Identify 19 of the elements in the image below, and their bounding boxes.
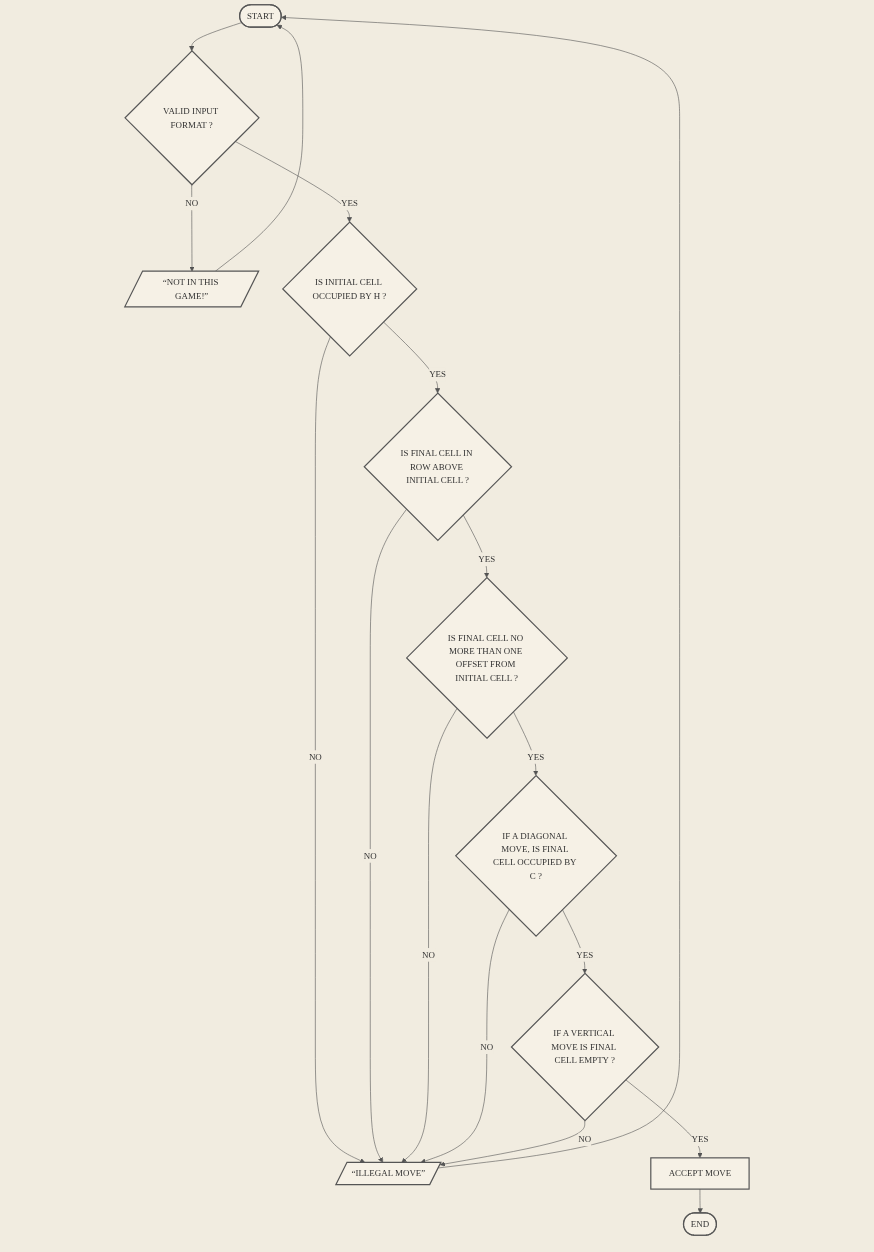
edge-label: YES [478, 554, 496, 564]
edge-label: NO [480, 1042, 494, 1052]
node-box: ACCEPT MOVE [650, 1157, 750, 1190]
edge-label: NO [185, 198, 199, 208]
node-diamond: IS INITIAL CELL OCCUPIED BY H ? [282, 221, 418, 357]
edge-label: NO [363, 850, 377, 861]
edge-label: NO [578, 1134, 592, 1144]
node-diamond: IS FINAL CELL NO MORE THAN ONE OFFSET FROM INITIAL CELL ? [405, 576, 569, 740]
edge-label: YES [527, 751, 545, 762]
edge-label: YES [576, 949, 594, 960]
edge-label: YES [341, 198, 358, 208]
node-diamond: IS FINAL CELL IN ROW ABOVE INITIAL CELL ? [363, 392, 513, 542]
edge-label: NO [308, 751, 322, 762]
node-diamond: IF A VERTICAL MOVE IS FINAL CELL EMPTY ? [510, 972, 660, 1122]
edge-label: YES [429, 369, 447, 380]
edge-label: YES [691, 1134, 709, 1144]
node-diamond: IF A DIAGONAL MOVE, IS FINAL CELL OCCUPIED BY C ? [454, 774, 618, 937]
node-diamond: VALID INPUT FORMAT ? [124, 50, 260, 186]
edge-label: NO [422, 949, 436, 960]
